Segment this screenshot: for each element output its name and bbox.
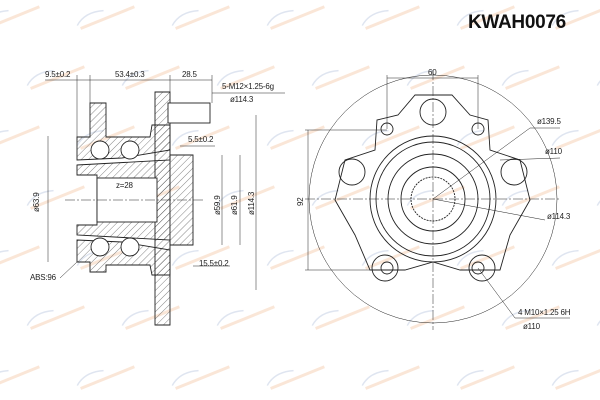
ball <box>120 140 140 160</box>
dim-stud-length: 28.5 <box>182 70 197 79</box>
watermark-logo <box>266 5 325 30</box>
watermark-logo <box>551 245 600 270</box>
dia-mount: ø110 <box>545 147 562 156</box>
watermark-logo <box>551 365 600 390</box>
stud-hole <box>371 254 399 282</box>
watermark-logo <box>501 65 560 90</box>
dim-flange-offset: 9.5±0.2 <box>45 70 71 79</box>
part-number: KWAH0076 <box>468 12 566 33</box>
watermark-logo <box>551 5 600 30</box>
watermark-logo <box>76 5 135 30</box>
watermark-logo <box>26 185 85 210</box>
dia-outer-bearing: ø63.9 <box>32 192 41 212</box>
watermark-logo <box>406 185 465 210</box>
watermark-logo <box>0 125 40 150</box>
watermark-logo <box>501 185 560 210</box>
wheel-stud <box>167 102 211 124</box>
watermark-logo <box>596 189 600 206</box>
stud-hole <box>338 158 366 186</box>
dim-height: 92 <box>296 197 305 207</box>
thread-spec: 4 M10×1.25 6H <box>518 308 571 317</box>
stud-spec: 5-M12×1.25-6g <box>222 82 274 91</box>
spline-teeth: z=28 <box>116 181 133 190</box>
dim-hub-length: 53.4±0.3 <box>115 70 145 79</box>
watermark-logo <box>216 305 275 330</box>
dia-flange: ø139.5 <box>537 117 561 126</box>
watermark-logo <box>406 305 465 330</box>
watermark-logo <box>406 65 465 90</box>
dim-pilot-depth: 15.5±0.2 <box>199 259 229 268</box>
watermark-logo <box>171 5 230 30</box>
watermark-logo <box>361 5 420 30</box>
watermark-logo <box>76 365 135 390</box>
dia-pilot-1: ø59.9 <box>213 195 222 215</box>
stud-hole <box>468 254 496 282</box>
ball <box>120 237 140 257</box>
thread-pcd: ø110 <box>523 322 540 331</box>
watermark-logo <box>171 125 230 150</box>
watermark-logo <box>311 65 370 90</box>
watermark-logo <box>456 365 515 390</box>
watermark-logo <box>596 309 600 326</box>
dia-pcd: ø114.3 <box>247 191 256 215</box>
thread-hole <box>471 261 485 275</box>
watermark-logo <box>266 125 325 150</box>
watermark-logo <box>171 365 230 390</box>
watermark-logo <box>0 365 40 390</box>
watermark-logo <box>26 305 85 330</box>
stud-pcd: ø114.3 <box>230 95 254 104</box>
watermark-logo <box>171 245 230 270</box>
thread-hole <box>380 261 394 275</box>
dim-bolt-spacing: 60 <box>428 68 437 77</box>
dia-pcd-front: ø114.3 <box>547 212 571 221</box>
watermark-logo <box>216 185 275 210</box>
watermark-logo <box>361 125 420 150</box>
flange-outline <box>334 94 531 271</box>
watermark-logo <box>121 65 180 90</box>
watermark-logo <box>311 185 370 210</box>
watermark-logo <box>266 245 325 270</box>
abs-teeth: ABS:96 <box>30 273 56 282</box>
watermark-logo <box>0 245 40 270</box>
front-view <box>305 70 570 330</box>
watermark-logo <box>216 65 275 90</box>
side-section-view <box>45 75 285 326</box>
dim-pilot: 5.5±0.2 <box>188 135 214 144</box>
watermark-logo <box>311 305 370 330</box>
watermark-logo <box>551 125 600 150</box>
watermark-logo <box>456 125 515 150</box>
watermark-logo <box>266 365 325 390</box>
ball <box>90 237 110 257</box>
watermark-logo <box>26 65 85 90</box>
ball <box>90 140 110 160</box>
watermark-logo <box>361 365 420 390</box>
watermark-logo <box>596 69 600 86</box>
watermark-logo <box>0 5 40 30</box>
dia-pilot-2: ø61.9 <box>230 195 239 215</box>
stud-hole <box>500 158 528 186</box>
watermark-logo <box>456 5 515 30</box>
